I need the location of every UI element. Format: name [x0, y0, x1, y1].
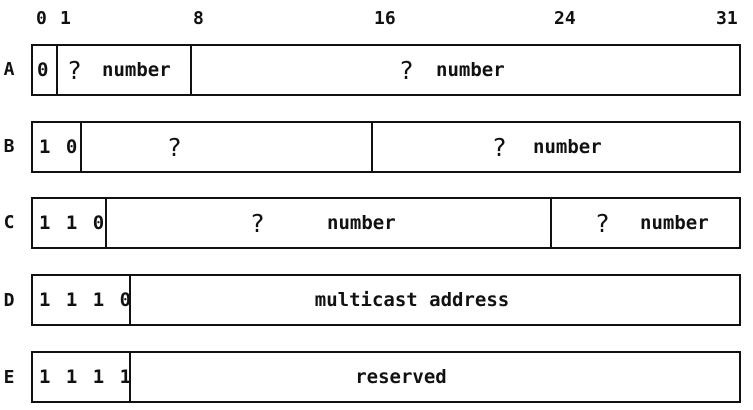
class-c-prefix: 1 1 0	[39, 212, 107, 234]
class-e-reserved-label: reserved	[355, 366, 447, 388]
class-d-label: D	[3, 290, 15, 311]
class-d-row: 1 1 1 0 multicast address	[31, 274, 741, 326]
class-c-host-field: ? number	[550, 199, 739, 247]
class-c-label: C	[3, 212, 15, 233]
class-b-host-label: number	[533, 136, 602, 158]
class-b-row: 1 0 ? ? number	[31, 121, 741, 173]
class-c-host-label: number	[640, 212, 709, 234]
bit-tick-0: 0	[36, 8, 47, 29]
class-d-multicast-label: multicast address	[314, 289, 510, 311]
class-e-row: 1 1 1 1 reserved	[31, 351, 741, 403]
class-a-network-field: ? number	[56, 46, 190, 94]
class-c-network-field: ? number	[105, 199, 550, 247]
class-a-row: 0 ? number ? number	[31, 44, 741, 96]
class-a-network-label: number	[102, 59, 171, 81]
class-e-reserved-field: reserved	[129, 353, 739, 401]
bit-tick-16: 16	[374, 8, 396, 29]
class-b-label: B	[3, 136, 15, 157]
class-c-network-marker: ?	[251, 209, 265, 238]
class-b-network-field: ?	[80, 123, 371, 171]
bit-tick-31: 31	[716, 8, 738, 29]
class-c-network-label: number	[327, 212, 396, 234]
class-a-host-marker: ?	[400, 56, 414, 85]
class-a-label: A	[3, 59, 15, 80]
class-b-host-marker: ?	[493, 133, 507, 162]
bit-tick-24: 24	[554, 8, 576, 29]
class-d-prefix: 1 1 1 0	[39, 289, 134, 311]
class-d-multicast-field: multicast address	[129, 276, 739, 324]
class-a-host-field: ? number	[190, 46, 739, 94]
class-c-host-marker: ?	[596, 209, 610, 238]
bit-tick-1: 1	[60, 8, 71, 29]
class-b-prefix: 1 0	[39, 136, 80, 158]
class-a-network-marker: ?	[68, 56, 82, 85]
class-b-network-marker: ?	[168, 133, 182, 162]
bit-tick-8: 8	[193, 8, 204, 29]
class-b-host-field: ? number	[371, 123, 739, 171]
class-e-prefix: 1 1 1 1	[39, 366, 134, 388]
class-a-host-label: number	[436, 59, 505, 81]
class-a-prefix: 0	[37, 59, 51, 81]
class-e-label: E	[3, 367, 15, 388]
class-c-row: 1 1 0 ? number ? number	[31, 197, 741, 249]
